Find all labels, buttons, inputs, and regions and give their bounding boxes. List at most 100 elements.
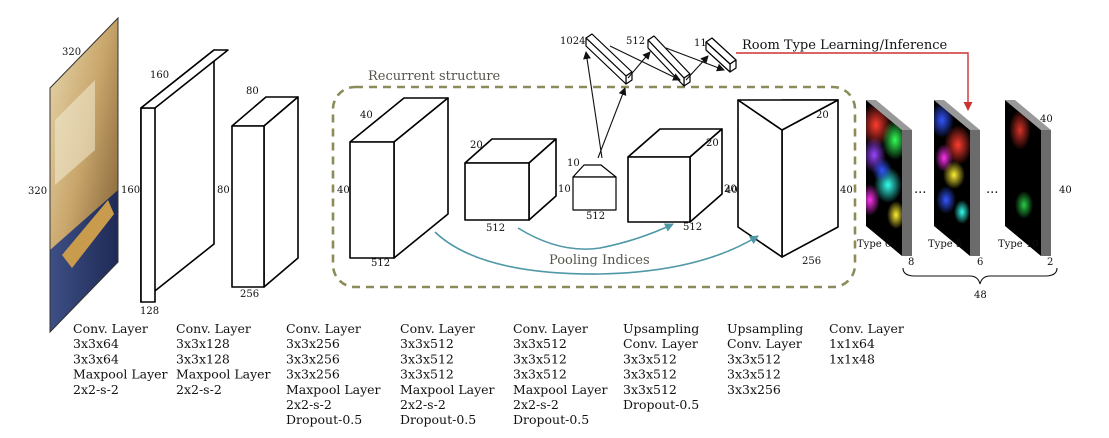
output-map-type5: Type 5 6 [928, 100, 983, 268]
cube1-height-label: 40 [337, 185, 350, 196]
map10-width-label: 40 [1040, 114, 1053, 125]
map5-blobs [934, 102, 970, 224]
layer-column-5: Conv. Layer3x3x5123x3x5123x3x512Maxpool … [513, 321, 608, 427]
map5-top [934, 100, 980, 130]
map5-type-label: Type 5 [928, 239, 962, 250]
fc-1024-front [585, 37, 627, 85]
photo-window [55, 80, 95, 185]
block1-front [140, 107, 156, 303]
layer-3-line-5: Maxpool Layer [286, 382, 381, 397]
layer-6-line-1: Upsampling [623, 321, 699, 336]
layer-6-line-6: Dropout-0.5 [623, 397, 699, 412]
layer-7-line-1: Upsampling [727, 321, 803, 336]
layer-5-line-7: Dropout-0.5 [513, 412, 589, 427]
feature-block-2: 80 80 256 [217, 86, 299, 300]
layer-8-line-1: Conv. Layer [829, 321, 904, 336]
fc-arrow-2 [627, 51, 651, 79]
cube2-height-label: 10 [558, 184, 571, 195]
map0-edge [902, 130, 912, 256]
layer-1-line-4: Maxpool Layer [73, 367, 168, 382]
block1-width-label: 160 [150, 70, 169, 81]
layer-7-line-2: Conv. Layer [727, 336, 802, 351]
cube1-width-label: 40 [360, 110, 373, 121]
block1-top [140, 49, 229, 109]
cube4-depth-label: 512 [683, 222, 702, 233]
layer-3-line-4: 3x3x256 [286, 367, 340, 382]
fc-size-512: 512 [626, 36, 645, 47]
cube3-front [572, 176, 617, 211]
block1-height-label: 160 [121, 185, 140, 196]
layer-7-line-4: 3x3x512 [727, 367, 781, 382]
pooling-indices-label: Pooling Indices [549, 253, 650, 268]
map10-blobs [1009, 110, 1033, 219]
recurrent-structure-title: Recurrent structure [368, 69, 501, 84]
cube2-front [464, 162, 530, 221]
layer-2-line-2: 3x3x128 [176, 336, 230, 351]
layer-8-line-3: 1x1x48 [829, 351, 875, 366]
room-type-label: Room Type Learning/Inference [742, 38, 948, 53]
cube5-width-label: 20 [816, 110, 829, 121]
output-map-type10: Type 10 2 40 40 [998, 100, 1072, 268]
cube4-front [627, 156, 691, 223]
cube3-width-label: 10 [567, 158, 580, 169]
pooling-arrow-short [517, 223, 674, 250]
layer-6-line-4: 3x3x512 [623, 367, 677, 382]
map5-edge [970, 130, 980, 256]
photo-table [62, 200, 114, 268]
cube1-front [349, 141, 395, 259]
input-width-label: 320 [62, 47, 81, 58]
layer-4-line-3: 3x3x512 [400, 351, 454, 366]
cube5-height-label: 40 [725, 185, 738, 196]
cube5-top [737, 99, 839, 131]
block2-depth-label: 256 [240, 289, 259, 300]
fc-size-1024: 1024 [560, 36, 585, 47]
fc-arrow-1 [609, 45, 681, 81]
recurrent-cube-3: 10 512 [567, 158, 617, 222]
layer-1-line-3: 3x3x64 [73, 351, 119, 366]
fc-arrow-4 [685, 55, 709, 81]
fc-512-top [647, 35, 691, 79]
layer-1-line-5: 2x2-s-2 [73, 382, 119, 397]
recurrent-cube-1: 40 40 512 [337, 97, 449, 269]
feature-block-1: 160 160 128 [121, 49, 229, 317]
cube4-width-label: 20 [706, 138, 719, 149]
layer-2-line-1: Conv. Layer [176, 321, 251, 336]
map10-count-label: 2 [1047, 257, 1053, 268]
layer-4-line-1: Conv. Layer [400, 321, 475, 336]
layer-6-line-2: Conv. Layer [623, 336, 698, 351]
map0-top [866, 100, 912, 130]
fc-arrow-up-right [597, 87, 627, 159]
layer-5-line-3: 3x3x512 [513, 351, 567, 366]
layer-3-line-7: Dropout-0.5 [286, 412, 362, 427]
recurrent-cube-5: 20 40 40 256 [725, 99, 853, 267]
layer-2-line-5: 2x2-s-2 [176, 382, 222, 397]
map0-type-label: Type 0 [857, 239, 891, 250]
cube5-depth-label: 256 [802, 256, 821, 267]
layer-4-line-2: 3x3x512 [400, 336, 454, 351]
ellipsis-1: ... [914, 182, 926, 197]
recurrent-cube-4: 20 20 512 [627, 128, 737, 233]
layer-3-line-1: Conv. Layer [286, 321, 361, 336]
input-height-label: 320 [28, 186, 47, 197]
layer-8-line-2: 1x1x64 [829, 336, 875, 351]
layer-5-line-1: Conv. Layer [513, 321, 588, 336]
block2-front [231, 125, 265, 288]
layer-6-line-3: 3x3x512 [623, 351, 677, 366]
recurrent-cube-2: 20 10 512 [464, 138, 571, 234]
layer-4-line-4: 3x3x512 [400, 367, 454, 382]
layer-4-line-5: Maxpool Layer [400, 382, 495, 397]
pooling-arrow-long [434, 231, 759, 275]
map10-height-label: 40 [1059, 185, 1072, 196]
fc-branch: 1024 512 11 [560, 33, 737, 159]
recurrent-structure-box [331, 85, 857, 289]
map10-edge [1041, 130, 1051, 256]
block2-side [263, 96, 299, 288]
layer-2-line-4: Maxpool Layer [176, 367, 271, 382]
output-total-label: 48 [974, 290, 987, 301]
layer-3-line-3: 3x3x256 [286, 351, 340, 366]
